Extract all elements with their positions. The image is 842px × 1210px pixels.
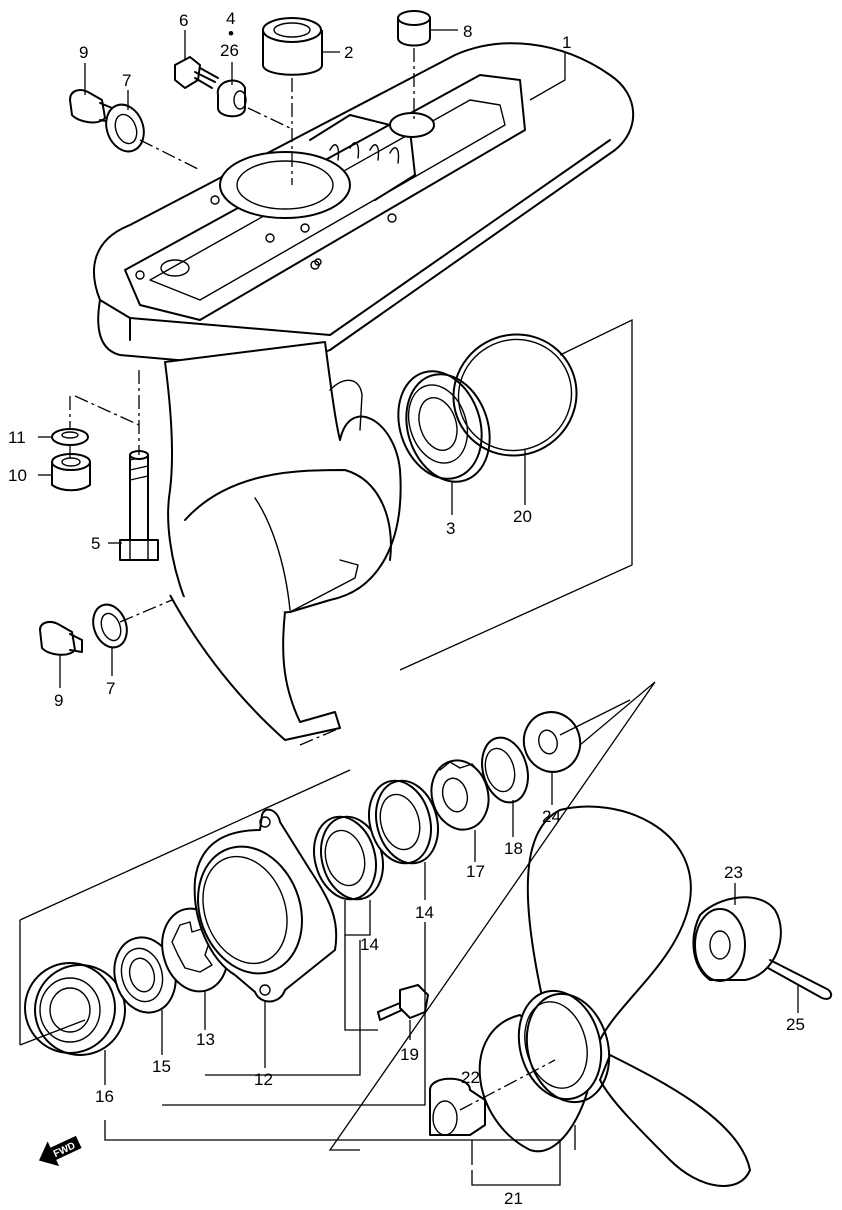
bolt-part-19 — [377, 984, 429, 1021]
plug-part-9-top — [69, 89, 113, 124]
propeller-part-21 — [478, 805, 751, 1187]
gear-case-housing — [93, 42, 635, 741]
water-tube-seal — [262, 17, 323, 76]
callout-23: 23 — [724, 863, 743, 882]
gasket-part-7-top — [105, 103, 145, 153]
callout-22: 22 — [461, 1068, 480, 1087]
callout-dot: • — [228, 24, 234, 43]
callout-9-bottom: 9 — [54, 691, 63, 710]
callout-6: 6 — [179, 11, 188, 30]
callout-17: 17 — [466, 862, 485, 881]
callout-labels: 1 2 3 4 • 26 5 6 7 7 8 9 9 10 11 12 13 1… — [8, 9, 805, 1208]
callout-24: 24 — [542, 807, 561, 826]
fwd-label: FWD — [52, 1140, 77, 1160]
grommet-part-26 — [216, 79, 247, 118]
callout-5: 5 — [91, 534, 100, 553]
callout-3: 3 — [446, 519, 455, 538]
washer-part-11 — [51, 428, 89, 446]
bushing-part-22 — [429, 1077, 486, 1136]
callout-11: 11 — [8, 428, 26, 447]
cotter-pin-part-25 — [767, 959, 833, 1000]
callout-1: 1 — [562, 33, 571, 52]
callout-7-bottom: 7 — [106, 679, 115, 698]
o-ring-part-20 — [452, 333, 578, 457]
bearing-part-15 — [113, 936, 177, 1014]
callout-2: 2 — [344, 43, 353, 62]
bushing-part-8 — [397, 10, 431, 47]
bearing-housing-part-12 — [193, 808, 338, 1003]
stud-bolt-part-5 — [119, 450, 159, 561]
thrust-washer-part-17 — [430, 759, 490, 831]
callout-20: 20 — [513, 507, 532, 526]
plug-part-9-bottom — [39, 621, 83, 656]
callout-13: 13 — [196, 1030, 215, 1049]
callout-21: 21 — [504, 1189, 523, 1208]
callout-14-lower: 14 — [360, 935, 379, 954]
bearing-part-3 — [397, 370, 491, 483]
callout-15: 15 — [152, 1057, 171, 1076]
callout-26: 26 — [220, 41, 239, 60]
nut-part-10 — [51, 453, 91, 492]
gasket-part-7-bottom — [92, 603, 128, 649]
callout-18: 18 — [504, 839, 523, 858]
prop-nut-part-23 — [692, 896, 782, 982]
bearing-part-14-upper — [368, 779, 439, 865]
callout-7-top: 7 — [122, 71, 131, 90]
bolt-part-6 — [174, 56, 219, 89]
callout-4: 4 — [226, 9, 235, 28]
callout-16: 16 — [95, 1087, 114, 1106]
callout-8: 8 — [463, 22, 472, 41]
callout-9-top: 9 — [79, 43, 88, 62]
callout-10: 10 — [8, 466, 27, 485]
fwd-arrow-icon: FWD — [38, 1135, 82, 1167]
callout-19: 19 — [400, 1045, 419, 1064]
callout-25: 25 — [786, 1015, 805, 1034]
bearing-part-14-lower — [313, 815, 384, 901]
callout-14-upper: 14 — [415, 903, 434, 922]
bearing-part-16 — [24, 962, 126, 1056]
spacer-part-24 — [522, 711, 582, 773]
callout-12: 12 — [254, 1070, 273, 1089]
